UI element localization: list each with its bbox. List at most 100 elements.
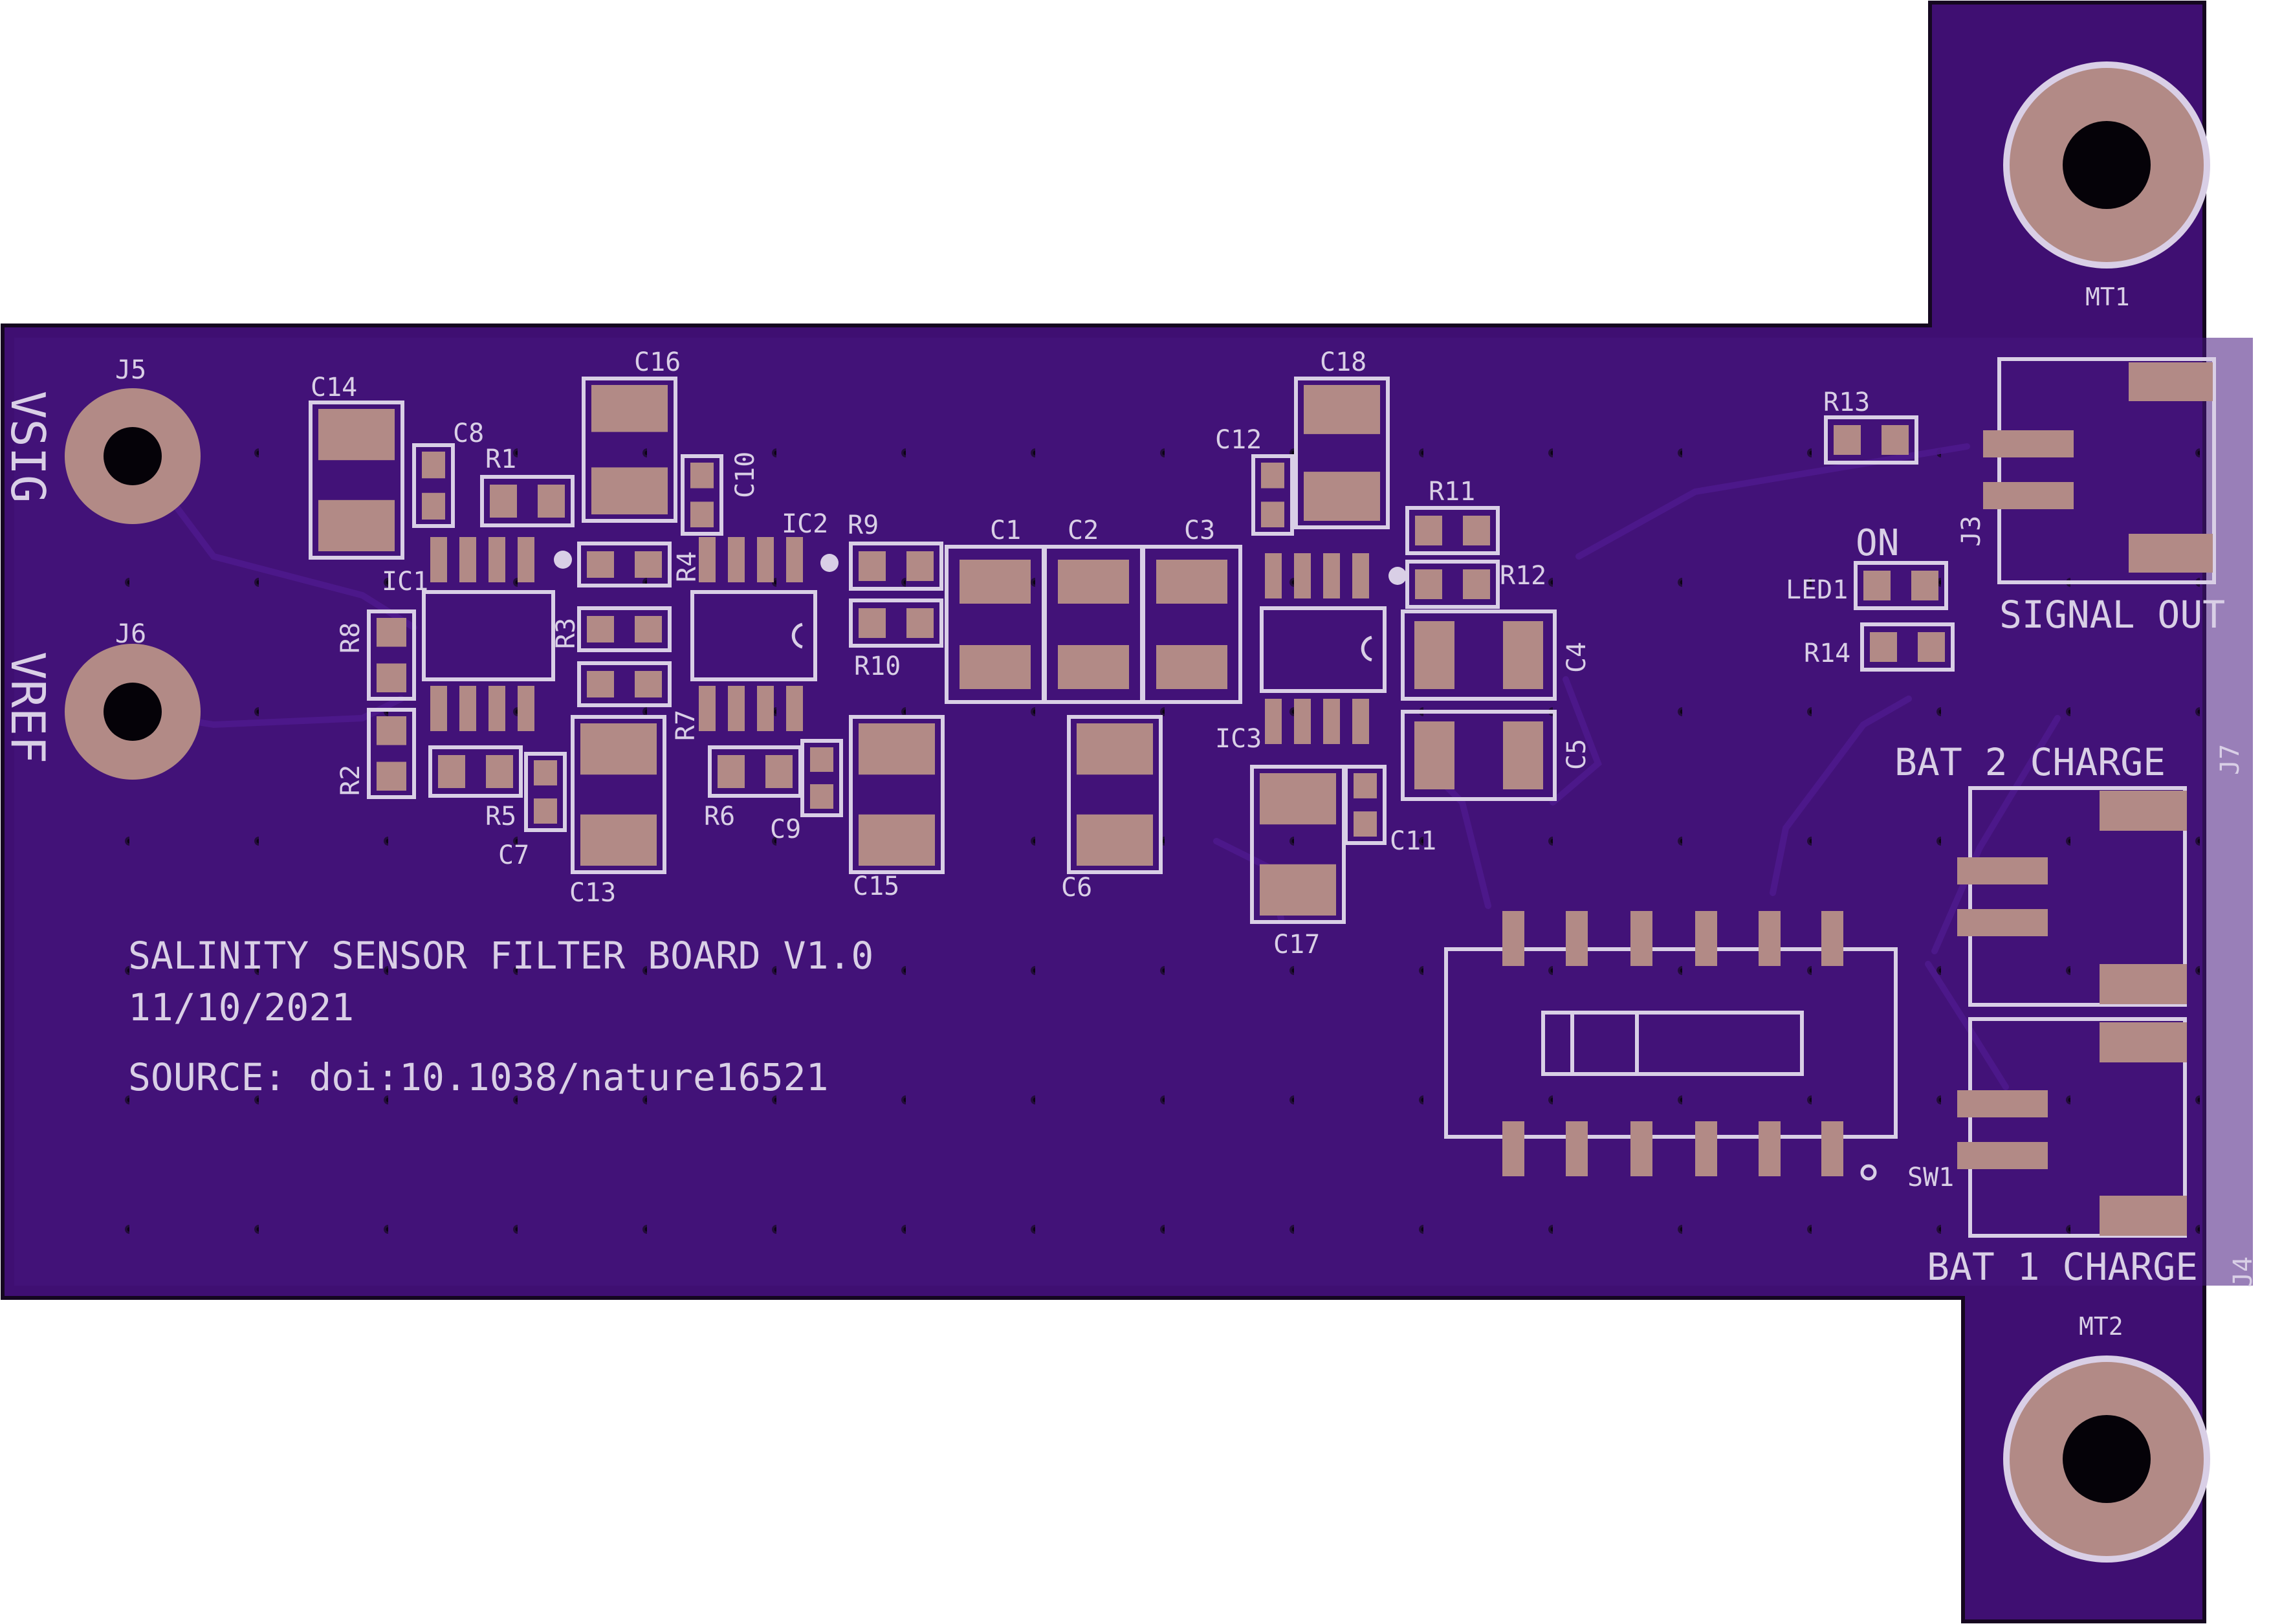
silkscreen-text: SALINITY SENSOR FILTER BOARD V1.0 11/10/…: [1, 283, 2258, 1341]
footprint-r6: [708, 745, 802, 798]
refdes-led1: LED1: [1786, 575, 1848, 605]
refdes-c16: C16: [634, 347, 681, 377]
footprint-c17: [1250, 765, 1346, 924]
connector-j3: [1983, 357, 2216, 584]
refdes-r4: R4: [672, 551, 702, 582]
refdes-j3: J3: [1957, 516, 1986, 547]
mount-hole-mt2: [2003, 1355, 2210, 1563]
label-bat1-charge: BAT 1 CHARGE: [1927, 1245, 2198, 1289]
refdes-ic2: IC2: [782, 509, 828, 539]
refdes-ic1: IC1: [382, 567, 428, 597]
connector-j7: [1957, 786, 2187, 1007]
refdes-c11: C11: [1390, 826, 1436, 856]
footprint-r5: [428, 745, 523, 798]
footprint-r13: [1824, 415, 1918, 465]
footprint-r1: [480, 475, 575, 527]
refdes-c8: C8: [453, 419, 484, 448]
footprint-c1: [945, 545, 1046, 704]
refdes-mt1: MT1: [2085, 283, 2130, 311]
refdes-c3: C3: [1184, 516, 1215, 545]
refdes-ic3: IC3: [1215, 724, 1262, 754]
footprint-c13: [571, 715, 666, 874]
footprint-c6: [1067, 715, 1163, 874]
jack-j5: [65, 388, 201, 524]
mount-hole-mt1: [2003, 61, 2210, 269]
refdes-c7: C7: [498, 840, 529, 870]
footprint-c12: [1251, 454, 1294, 536]
footprint-r2: [367, 708, 416, 799]
passive-components: [309, 377, 1955, 924]
refdes-c2: C2: [1068, 516, 1099, 545]
label-led-on: ON: [1856, 522, 1899, 564]
board-source: SOURCE: doi:10.1038/nature16521: [128, 1055, 829, 1099]
footprint-c11: [1344, 765, 1387, 845]
refdes-r13: R13: [1823, 388, 1870, 417]
refdes-r11: R11: [1429, 477, 1475, 507]
refdes-c1: C1: [990, 516, 1021, 545]
refdes-c5: C5: [1562, 739, 1592, 770]
connector-j4: [1957, 1017, 2187, 1238]
refdes-r7: R7: [671, 710, 701, 741]
footprint-r8: [367, 609, 416, 701]
ic2-footprint: [690, 537, 839, 731]
board-title: SALINITY SENSOR FILTER BOARD V1.0: [128, 934, 873, 978]
refdes-c17: C17: [1273, 930, 1320, 960]
via-stitching: [14, 338, 2253, 1286]
refdes-c12: C12: [1215, 425, 1262, 455]
footprint-r7: [577, 661, 672, 707]
refdes-r9: R9: [848, 510, 879, 540]
footprint-c14: [309, 401, 404, 560]
refdes-c9: C9: [770, 815, 801, 844]
refdes-c4: C4: [1562, 642, 1592, 673]
refdes-c15: C15: [853, 872, 899, 901]
footprint-c7: [524, 752, 567, 832]
footprint-c8: [412, 443, 455, 528]
footprint-r10: [849, 598, 943, 648]
footprint-r3: [577, 542, 672, 587]
footprint-c18: [1294, 377, 1390, 529]
refdes-r5: R5: [485, 802, 516, 831]
footprint-r9: [849, 542, 943, 591]
footprint-r11: [1405, 506, 1500, 555]
footprint-c10: [681, 454, 723, 536]
refdes-c13: C13: [569, 878, 616, 908]
footprint-c5: [1401, 710, 1557, 801]
jack-j6: [65, 644, 201, 780]
refdes-r8: R8: [336, 622, 366, 653]
refdes-c18: C18: [1320, 347, 1366, 377]
footprint-led1: [1854, 561, 1948, 610]
refdes-sw1: SW1: [1907, 1163, 1954, 1192]
board-date: 11/10/2021: [128, 985, 354, 1029]
refdes-c10: C10: [730, 452, 760, 498]
refdes-r2: R2: [336, 765, 366, 796]
refdes-r10: R10: [854, 652, 901, 681]
footprint-c9: [800, 739, 843, 817]
footprint-c15: [849, 715, 945, 874]
footprint-c2: [1043, 545, 1144, 704]
footprint-c4: [1401, 609, 1557, 701]
footprint-r14: [1860, 622, 1955, 672]
footprint-c3: [1141, 545, 1242, 704]
footprint-r4: [577, 606, 672, 652]
footprint-r12: [1405, 560, 1500, 609]
ic1-footprint: [422, 537, 572, 731]
refdes-r12: R12: [1500, 561, 1546, 591]
label-vref: VREF: [1, 652, 55, 763]
refdes-r1: R1: [485, 444, 516, 474]
refdes-mt2: MT2: [2079, 1312, 2123, 1341]
refdes-r3: R3: [551, 618, 581, 649]
label-vsig: VSIG: [1, 391, 55, 503]
footprint-c16: [582, 377, 677, 523]
refdes-j7: J7: [2215, 744, 2245, 775]
label-bat2-charge: BAT 2 CHARGE: [1894, 740, 2166, 784]
ic3-footprint: [1260, 553, 1407, 744]
refdes-r6: R6: [704, 802, 735, 831]
switch-sw1: [1444, 911, 1898, 1181]
refdes-c14: C14: [311, 373, 357, 402]
refdes-c6: C6: [1061, 873, 1092, 903]
label-signal-out: SIGNAL OUT: [1999, 593, 2225, 637]
refdes-j5: J5: [115, 355, 146, 385]
refdes-r14: R14: [1804, 639, 1850, 668]
refdes-j4: J4: [2228, 1256, 2258, 1288]
